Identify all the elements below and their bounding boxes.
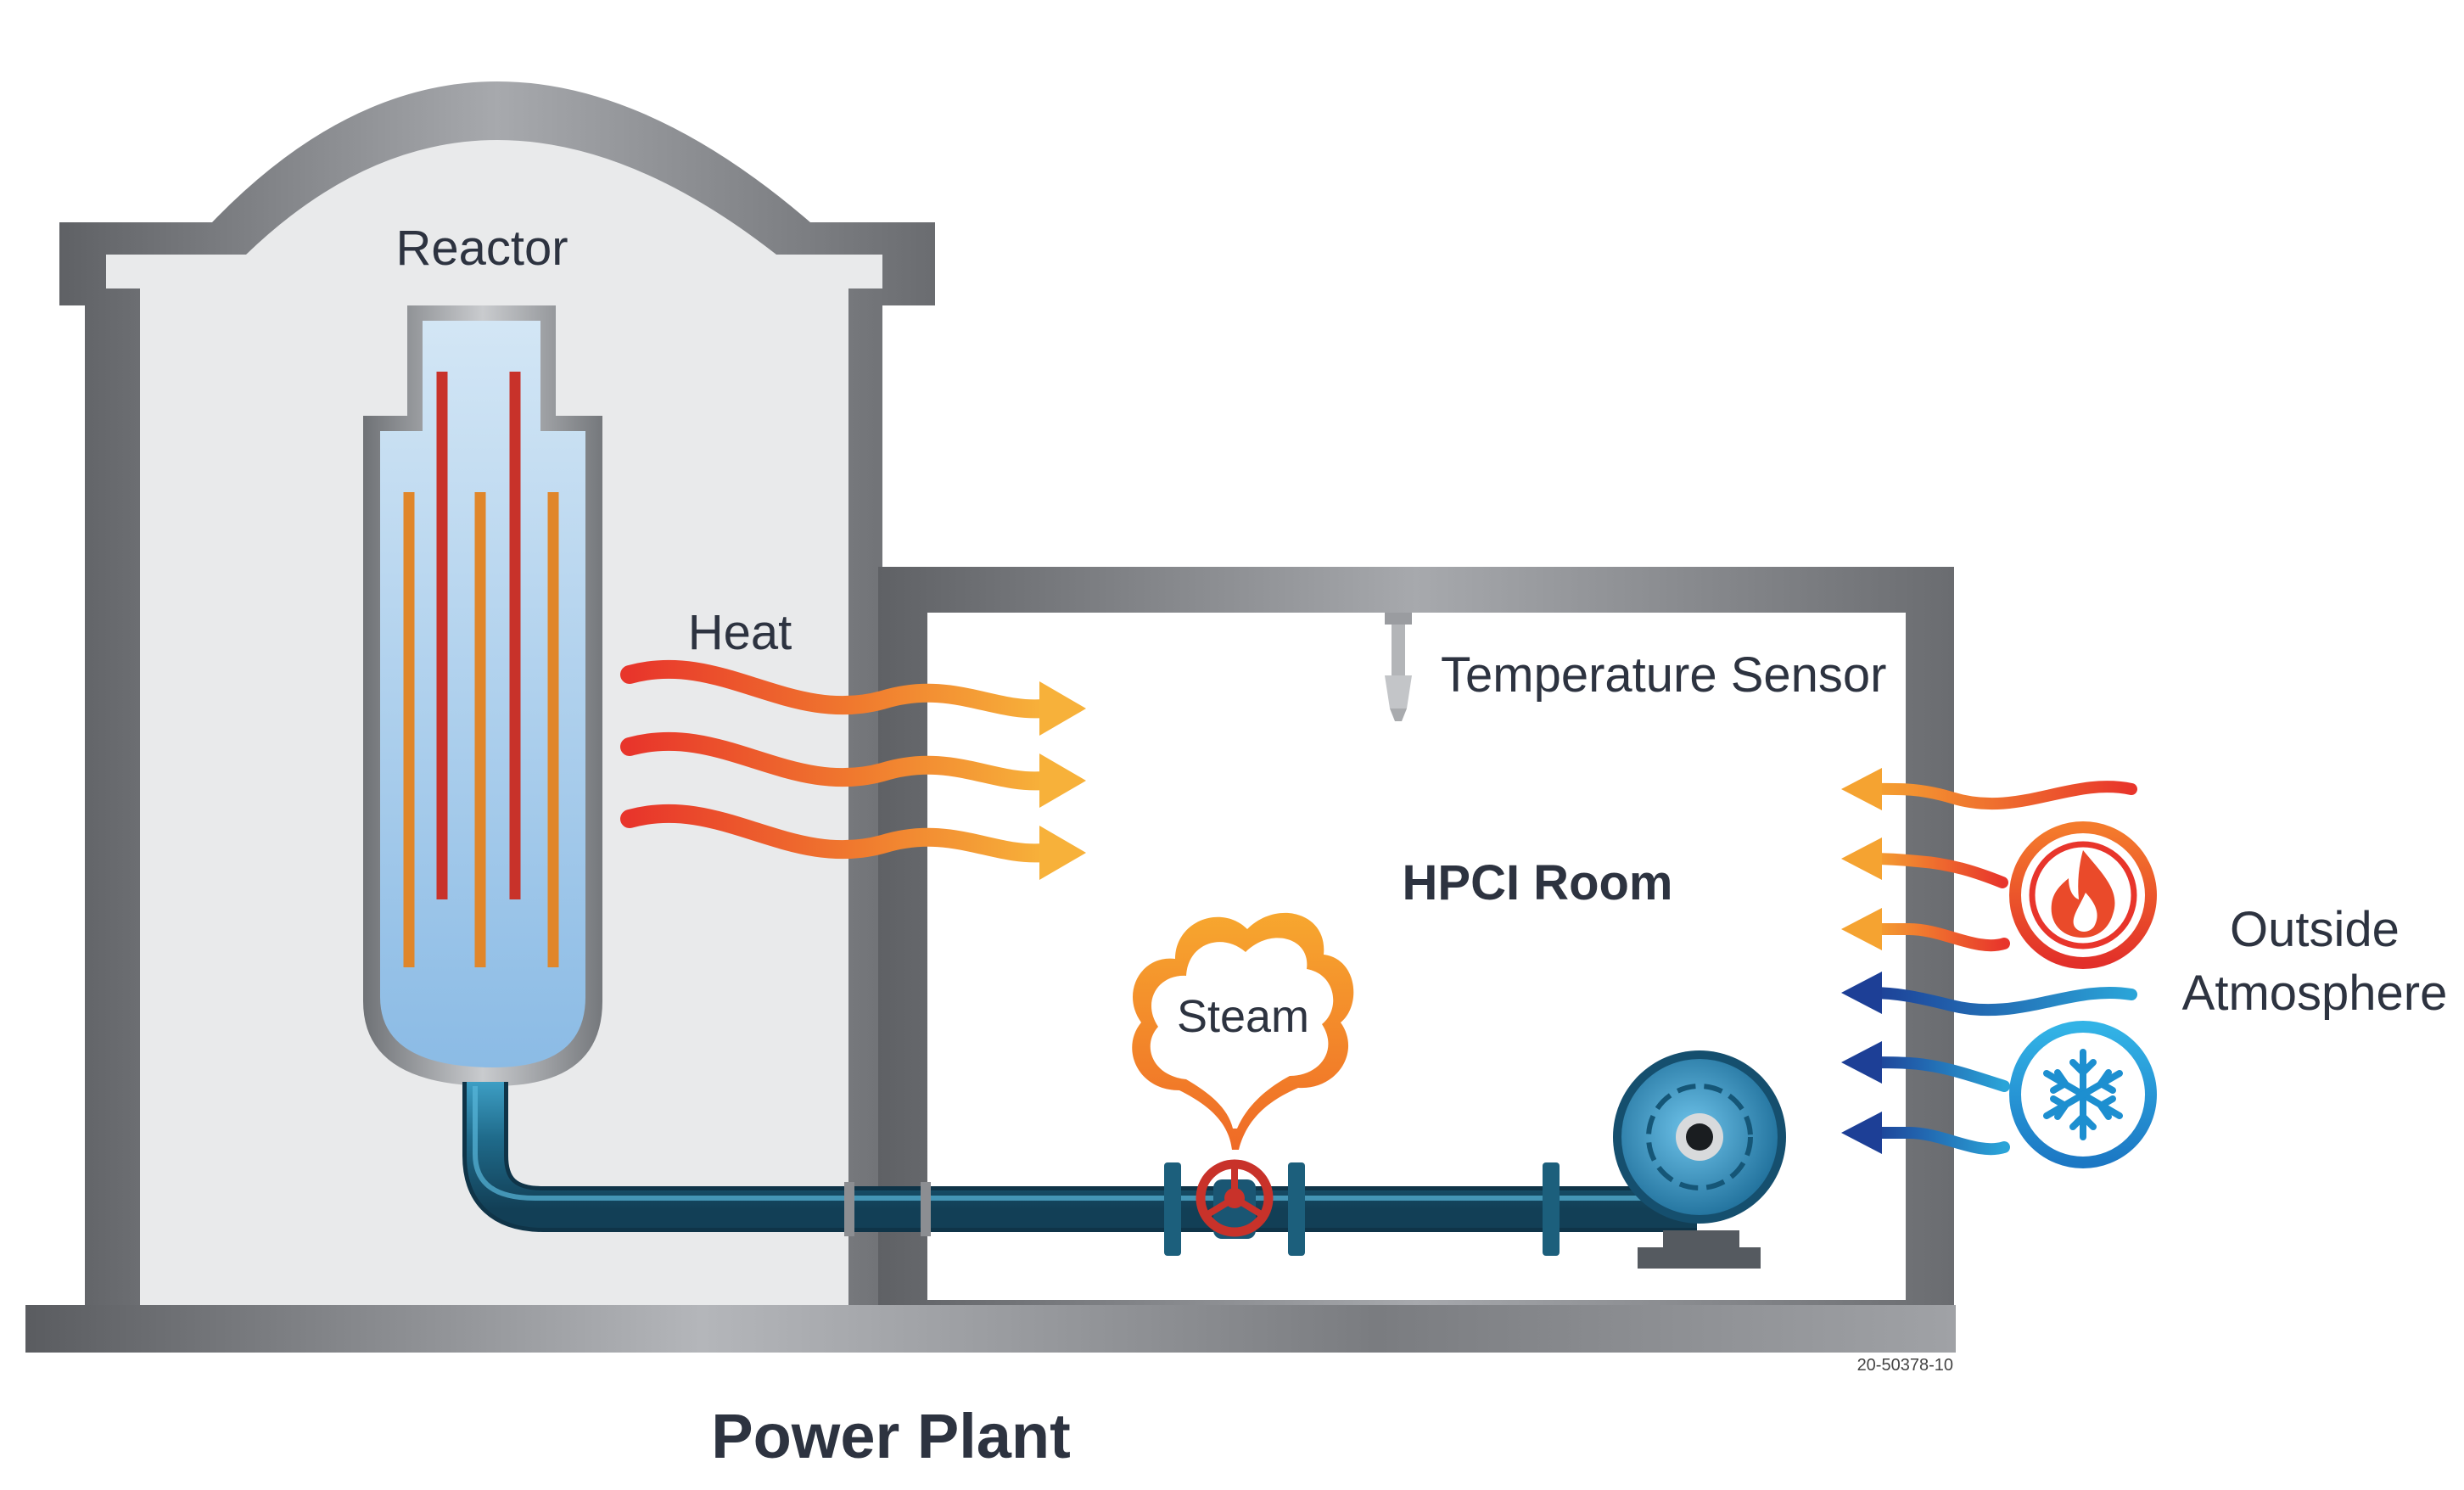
fire-icon <box>2009 821 2157 969</box>
snowflake-icon <box>2009 1021 2157 1168</box>
fuel-rods <box>403 372 559 967</box>
steam-pipe <box>462 1082 1697 1256</box>
reactor-label: Reactor <box>395 221 568 276</box>
heat-arrows <box>620 659 1086 880</box>
hot-air-arrows <box>1841 768 2137 952</box>
atmosphere-label: Atmosphere <box>2182 966 2448 1021</box>
outside-label: Outside <box>2230 902 2400 957</box>
figure-code-label: 20-50378-10 <box>1857 1356 1953 1375</box>
hpci-room-label: HPCI Room <box>1403 855 1673 910</box>
temperature-sensor-label: Temperature Sensor <box>1441 647 1886 703</box>
cold-air-arrows <box>1841 972 2137 1156</box>
pump-icon <box>1613 1050 1786 1269</box>
temperature-sensor-icon <box>1385 613 1412 721</box>
power-plant-title: Power Plant <box>711 1401 1071 1471</box>
ground-floor <box>25 1305 1956 1353</box>
steam-cloud <box>1132 912 1354 1150</box>
heat-label: Heat <box>688 605 792 660</box>
valve-icon <box>1196 1159 1274 1239</box>
steam-label: Steam <box>1177 991 1309 1042</box>
